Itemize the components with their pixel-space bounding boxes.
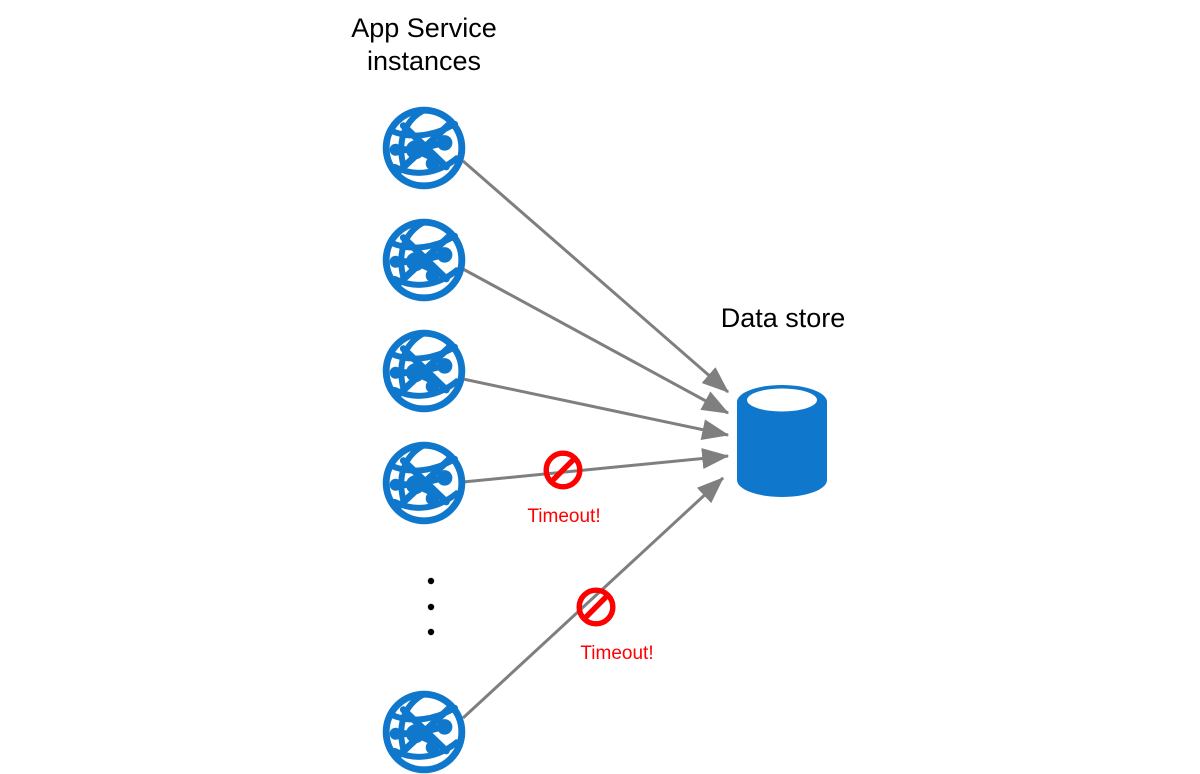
cylinder-body — [737, 402, 827, 497]
ellipsis-dot — [427, 603, 435, 611]
timeout-label: Timeout! — [527, 506, 600, 527]
connection-4-arrow — [462, 448, 730, 484]
data-store-cylinder[interactable] — [737, 385, 827, 497]
data-store-label: Data store — [721, 303, 846, 333]
app-service-globe-icon[interactable] — [386, 694, 462, 770]
connection-3-arrow — [462, 377, 730, 440]
connection-arrows-group — [461, 159, 730, 720]
app-service-title-line2: instances — [367, 46, 481, 76]
app-service-globe-icon[interactable] — [386, 222, 462, 298]
app-service-globe-icon[interactable] — [386, 333, 462, 409]
timeout-marker-2: Timeout! — [579, 590, 654, 664]
app-service-title-line1: App Service — [351, 13, 497, 43]
app-service-title-label: App Service instances — [351, 13, 497, 76]
ellipsis-dot — [427, 628, 435, 636]
app-service-globe-icon[interactable] — [386, 110, 462, 186]
ellipsis-dots-group — [427, 577, 435, 636]
app-service-globe-icon[interactable] — [386, 445, 462, 521]
connection-1-arrow — [462, 159, 729, 394]
connection-n-arrow — [461, 476, 725, 720]
timeout-label: Timeout! — [580, 643, 653, 664]
app-service-instances-group — [386, 110, 462, 770]
ellipsis-dot — [427, 577, 435, 585]
timeout-marker-1: Timeout! — [527, 453, 601, 527]
connection-2-arrow — [462, 267, 730, 415]
cylinder-top-opening — [747, 388, 817, 412]
